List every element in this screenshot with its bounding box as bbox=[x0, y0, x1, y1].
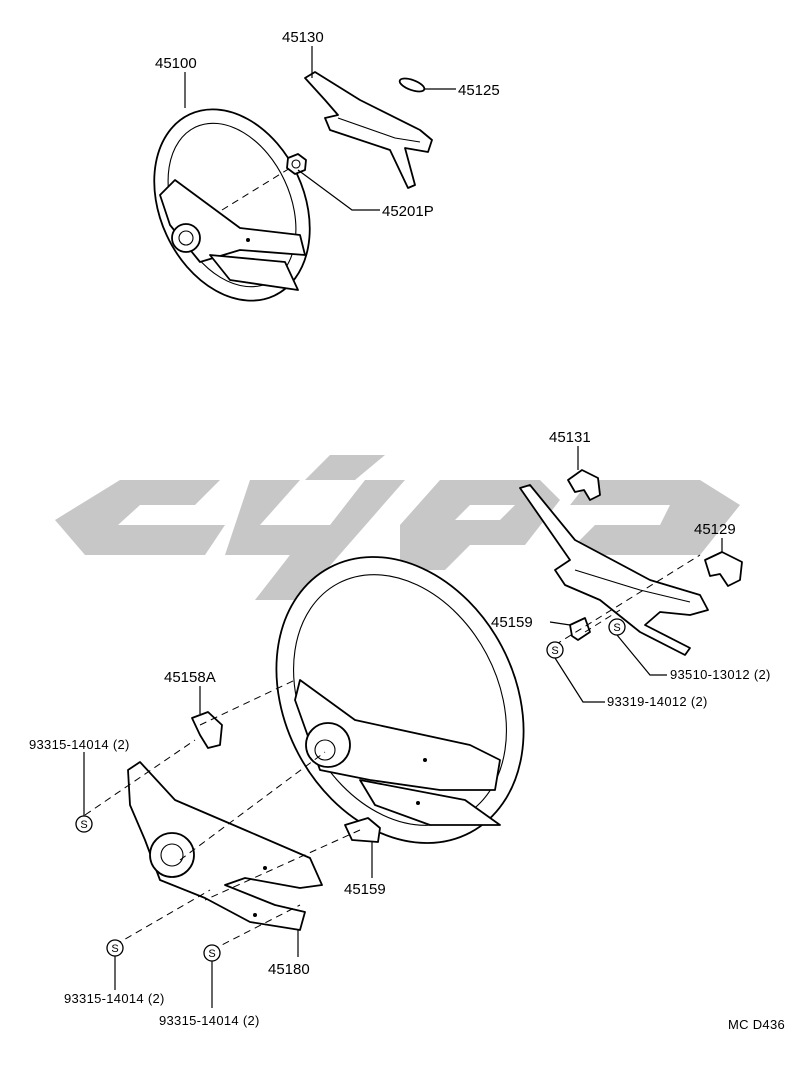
label-screw-right-1: 93510-13012 (2) bbox=[670, 667, 771, 682]
screw-symbol-right-2: S bbox=[608, 618, 626, 636]
pad-top-part bbox=[304, 71, 433, 189]
emblem-part bbox=[398, 77, 426, 93]
pad-bottom-part bbox=[519, 484, 709, 656]
label-cover-bottom: 45180 bbox=[268, 961, 310, 978]
label-screw-right-2: 93319-14012 (2) bbox=[607, 694, 708, 709]
label-clip-bottom: 45159 bbox=[344, 881, 386, 898]
screw-symbol-bottom-1: S bbox=[106, 939, 124, 957]
label-pad-bottom: 45131 bbox=[549, 429, 591, 446]
screw-symbol-right-1: S bbox=[546, 641, 564, 659]
svg-text:S: S bbox=[80, 819, 87, 831]
svg-text:S: S bbox=[111, 943, 118, 955]
leader-lines bbox=[83, 46, 723, 1008]
steering-wheel-bottom bbox=[275, 556, 525, 844]
cover-bottom-part bbox=[127, 761, 323, 931]
label-pad-top: 45130 bbox=[282, 29, 324, 46]
svg-text:S: S bbox=[551, 645, 558, 657]
watermark-logo bbox=[55, 455, 740, 600]
svg-text:S: S bbox=[613, 622, 620, 634]
label-screw-left-1: 93315-14014 (2) bbox=[29, 737, 130, 752]
screw-symbol-bottom-2: S bbox=[203, 944, 221, 962]
svg-text:S: S bbox=[208, 948, 215, 960]
diagram-code: MC D436 bbox=[728, 1017, 785, 1032]
label-bracket-left: 45158A bbox=[164, 669, 216, 686]
label-emblem: 45125 bbox=[458, 82, 500, 99]
label-bracket-right: 45129 bbox=[694, 521, 736, 538]
screw-symbol-left: S bbox=[75, 815, 93, 833]
label-clip-right: 45159 bbox=[491, 614, 533, 631]
bracket-left bbox=[191, 711, 223, 749]
label-screw-bottom-1: 93315-14014 (2) bbox=[64, 991, 165, 1006]
bracket-right bbox=[704, 551, 743, 587]
label-screw-bottom-2: 93315-14014 (2) bbox=[159, 1013, 260, 1028]
clip-bottom bbox=[344, 817, 381, 843]
label-nut: 45201P bbox=[382, 203, 434, 220]
steering-wheel-top bbox=[153, 108, 311, 302]
bracket-top-right bbox=[567, 469, 601, 501]
label-wheel-top: 45100 bbox=[155, 55, 197, 72]
nut-part bbox=[286, 153, 307, 175]
